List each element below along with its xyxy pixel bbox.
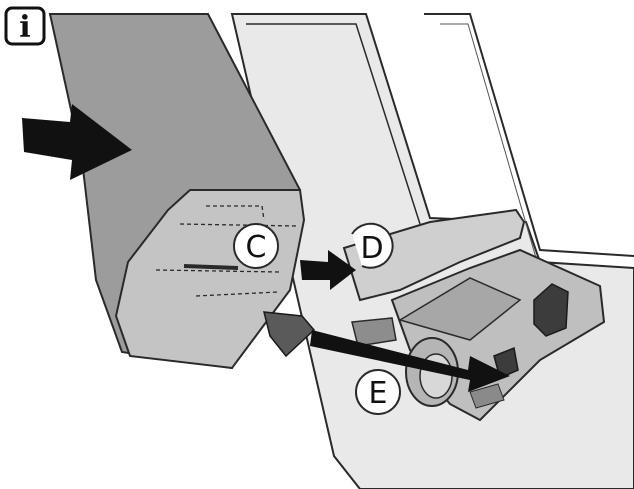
cover-part	[48, 13, 316, 370]
push-arrow	[22, 104, 132, 180]
info-icon-text: i	[19, 10, 30, 45]
arrow-e-to-slot	[310, 330, 510, 392]
label-d-text: D	[360, 231, 383, 266]
label-c: C	[233, 223, 279, 269]
label-e: E	[355, 369, 401, 415]
label-d: D	[351, 222, 394, 269]
info-icon: i	[4, 6, 46, 46]
label-e-text: E	[369, 376, 388, 411]
label-c-text: C	[246, 230, 267, 265]
mounting-bracket	[342, 208, 606, 422]
arrow-c-to-d	[300, 250, 356, 290]
